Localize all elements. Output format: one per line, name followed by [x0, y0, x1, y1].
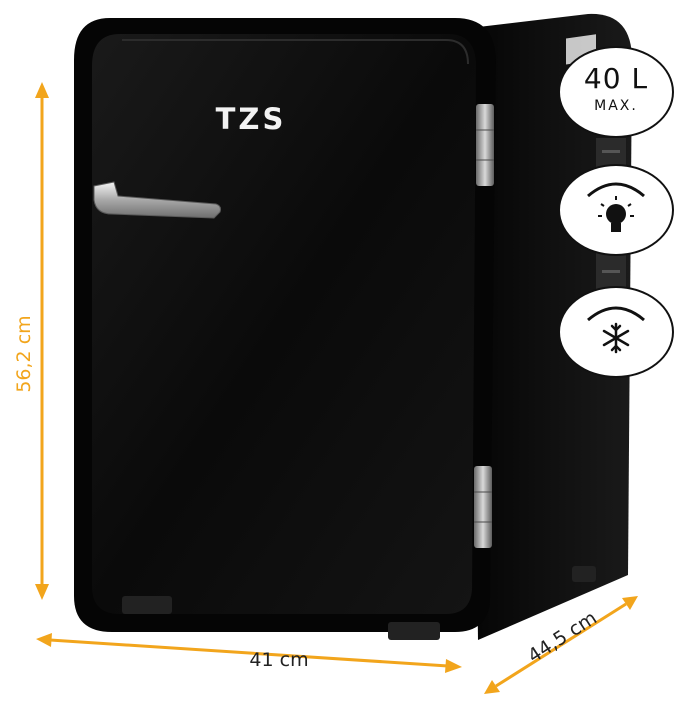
back-foot	[572, 566, 596, 582]
front-right-foot	[388, 622, 440, 640]
fridge-door	[92, 34, 476, 614]
capacity-value: 40 L	[583, 62, 649, 95]
bottom-hinge	[474, 466, 492, 548]
capacity-badge: 40 L MAX.	[558, 46, 674, 138]
front-left-foot	[122, 596, 172, 614]
cooling-badge	[558, 286, 674, 378]
interior-light-badge	[558, 164, 674, 256]
snowflake-icon	[587, 306, 645, 354]
top-hinge	[476, 104, 494, 186]
height-arrow	[35, 82, 49, 600]
door-handle	[93, 181, 221, 219]
brand-logo: TZS	[215, 102, 287, 136]
depth-arrow	[484, 596, 638, 694]
capacity-unit: MAX.	[594, 98, 638, 114]
door-highlight	[122, 39, 469, 65]
light-bulb-icon	[587, 182, 645, 232]
height-label: 56,2 cm	[13, 315, 35, 393]
width-label: 41 cm	[249, 649, 309, 671]
width-arrow	[36, 633, 462, 673]
